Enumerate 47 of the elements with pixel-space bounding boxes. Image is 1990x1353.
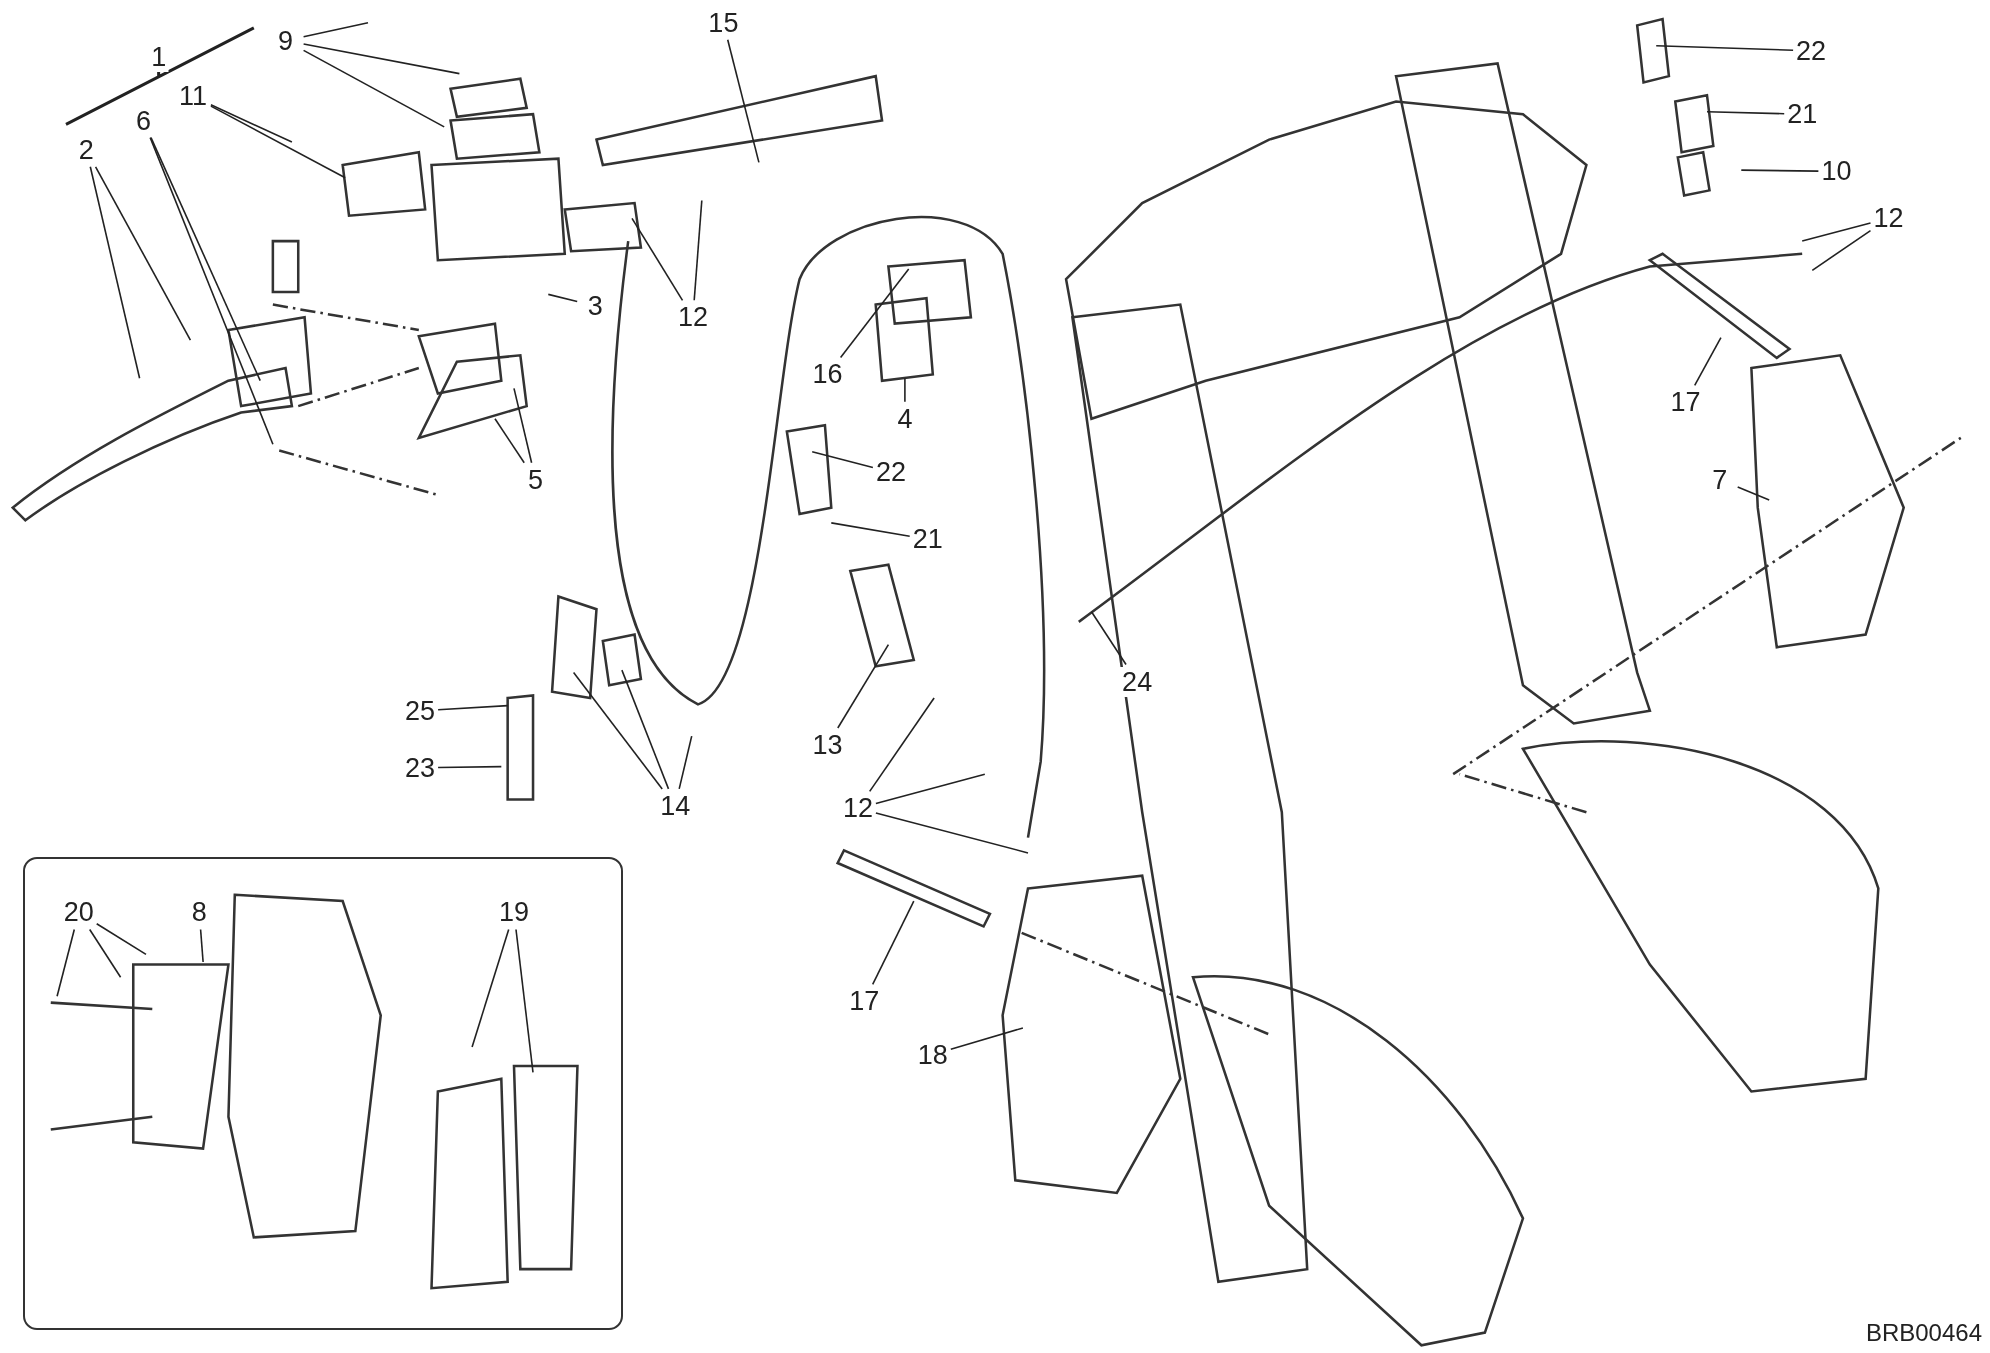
leader-line (678, 735, 693, 790)
leader-line (904, 377, 906, 403)
leader-line (1090, 610, 1127, 666)
leader-line (726, 39, 760, 164)
inset-frame (22, 856, 624, 1331)
leader-line (1706, 110, 1785, 115)
leader-line (811, 451, 874, 469)
leader-line (693, 199, 703, 302)
leader-line (1655, 44, 1794, 51)
leader-line (1693, 336, 1722, 387)
leader-line (837, 643, 890, 729)
leader-line (871, 900, 915, 986)
leader-line (302, 49, 445, 128)
leader-line (513, 387, 533, 464)
leader-line (1811, 229, 1872, 272)
leader-line (494, 418, 525, 464)
leader-line (437, 765, 503, 769)
leader-line (210, 104, 293, 143)
leader-line (868, 697, 935, 793)
leader-line (89, 166, 141, 379)
leader-line (621, 669, 670, 790)
leader-line (88, 928, 122, 978)
leader-line (149, 136, 274, 445)
leader-line (830, 522, 911, 538)
leader-line (631, 217, 684, 302)
leader-line (572, 671, 663, 790)
leader-line (1801, 222, 1872, 242)
leader-line (302, 43, 461, 75)
leader-line (150, 136, 261, 382)
leader-line (94, 166, 192, 341)
drawing-code: BRB00464 (1865, 1319, 1982, 1347)
leader-line (210, 105, 346, 179)
leader-line (515, 928, 534, 1074)
leader-line (950, 1027, 1024, 1051)
leader-line (471, 928, 510, 1048)
leader-line (56, 928, 76, 998)
leader-line (302, 22, 369, 38)
leader-line (875, 812, 1029, 854)
leader-line (95, 922, 147, 956)
leader-line (437, 704, 509, 711)
leader-line (875, 773, 986, 805)
leader-line (1740, 169, 1820, 172)
leader-line (839, 268, 910, 359)
leader-line (547, 293, 578, 303)
leader-line (199, 928, 204, 963)
leader-line (1736, 486, 1770, 501)
callout-number: 24 (1120, 666, 1155, 697)
